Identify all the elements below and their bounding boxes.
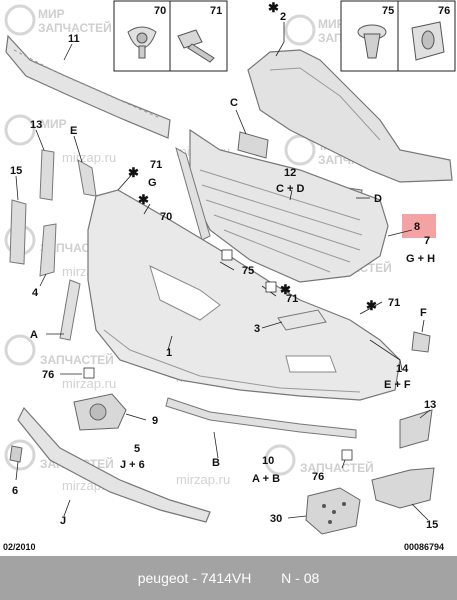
callout-1: 1 <box>166 347 172 359</box>
callout-76-left: 76 <box>42 369 54 381</box>
callout-71-upper: 71 <box>150 159 162 171</box>
callout-b: B <box>212 457 220 469</box>
inset-label-75: 75 <box>382 5 394 17</box>
part-4-side-guide <box>39 223 57 277</box>
callout-a: A <box>30 329 38 341</box>
callout-8: 8 <box>414 221 420 233</box>
svg-text:mirzap.ru: mirzap.ru <box>62 376 116 391</box>
date-code: 02/2010 <box>3 542 36 552</box>
watermark-brand-bottom: ЗАПЧАСТЕЙ <box>300 460 374 475</box>
callout-71-right: 71 <box>388 297 400 309</box>
part-15-bracket <box>9 199 27 265</box>
nut-clip-76-icon <box>411 21 445 61</box>
inset-label-76: 76 <box>438 5 450 17</box>
part-j-lower-lip <box>17 406 211 523</box>
svg-text:✱: ✱ <box>366 298 377 313</box>
push-clip-75-icon <box>357 24 387 59</box>
callout-f: F <box>420 307 427 319</box>
callout-d: D <box>374 193 382 205</box>
leader-lines <box>15 22 431 521</box>
part-6-clip <box>9 445 23 463</box>
callout-13: 13 <box>30 119 42 131</box>
callout-12: 12 <box>284 167 296 179</box>
part-13-side-insert <box>399 409 433 449</box>
part-3-fog-cover <box>277 309 327 331</box>
svg-text:✱: ✱ <box>268 0 279 15</box>
callout-75: 75 <box>242 265 254 277</box>
watermark-brand-top: МИР <box>318 17 345 31</box>
callout-5: 5 <box>134 443 140 455</box>
strip-g <box>175 146 211 241</box>
callout-13-right: 13 <box>424 399 436 411</box>
callout-71-mid: 71 <box>286 293 298 305</box>
footer-part-number: 7414VH <box>200 570 252 586</box>
callout-76-lower: 76 <box>312 471 324 483</box>
callout-4: 4 <box>32 287 39 299</box>
footer-page-label: N - 08 <box>281 570 320 586</box>
watermark-brand-bottom: ЗАПЧАСТЕЙ <box>38 20 112 35</box>
callout-g-h: G + H <box>406 253 435 265</box>
callout-10-sub: A + B <box>252 473 280 485</box>
callout-14-sub: E + F <box>384 379 411 391</box>
parts-diagram: МИР ЗАПЧАСТЕЙ МИР ЗАПЧАСТЕЙ МИР МИР ЗАПЧ… <box>3 0 456 552</box>
callout-j: J <box>60 515 66 527</box>
footer-brand: peugeot <box>137 570 189 586</box>
callout-2: 2 <box>280 11 286 23</box>
callout-3: 3 <box>254 323 260 335</box>
footer-bar: peugeot - 7414VH N - 08 <box>0 556 457 600</box>
watermark-brand-bottom: ЗАПЧАСТЕЙ <box>40 352 114 367</box>
callout-15: 15 <box>10 165 22 177</box>
highlight-box <box>402 214 436 238</box>
bracket-e <box>77 159 97 197</box>
svg-text:✱: ✱ <box>280 282 291 297</box>
part-2-front-carrier <box>247 49 453 183</box>
part-1-bumper-cover <box>87 189 401 401</box>
bracket-c <box>237 131 269 159</box>
screw-71-icon <box>177 29 215 63</box>
square-markers <box>83 249 353 461</box>
clip-70-icon <box>127 26 157 59</box>
footer-dash: - <box>192 570 197 586</box>
strip-b <box>165 397 357 439</box>
callout-c: C <box>230 97 238 109</box>
inset-label-70: 70 <box>154 5 166 17</box>
callout-labels: 11 2 13 E 15 71 G C 12 C + D D 8 7 G + H… <box>10 11 438 531</box>
callout-g: G <box>148 177 157 189</box>
svg-text:mirzap.ru: mirzap.ru <box>176 472 230 487</box>
callout-12-sub: C + D <box>276 183 304 195</box>
strip-a <box>59 279 81 341</box>
part-13-bracket <box>39 149 55 201</box>
callout-70: 70 <box>160 211 172 223</box>
part-30-clip-kit <box>305 487 361 535</box>
callout-7: 7 <box>424 235 430 247</box>
inset-box-fasteners-left: 70 71 <box>113 0 228 72</box>
callout-9: 9 <box>152 415 158 427</box>
watermark-brand-top: МИР <box>38 7 65 21</box>
watermark-brand-top: МИР <box>40 117 67 131</box>
callout-14: 14 <box>396 363 409 375</box>
callout-e: E <box>70 125 77 137</box>
svg-text:✱: ✱ <box>138 192 149 207</box>
star-markers: ✱ ✱ ✱ ✱ ✱ <box>128 0 377 313</box>
part-15-corner-bracket <box>371 467 435 509</box>
svg-text:✱: ✱ <box>128 165 139 180</box>
inset-label-71: 71 <box>210 5 222 17</box>
bracket-f <box>411 331 431 353</box>
svg-text:mirzap.ru: mirzap.ru <box>62 150 116 165</box>
callout-6: 6 <box>12 485 18 497</box>
callout-30: 30 <box>270 513 282 525</box>
callout-5-sub: J + 6 <box>120 459 145 471</box>
inset-box-fasteners-right: 75 76 <box>340 0 456 72</box>
callout-15-right: 15 <box>426 519 438 531</box>
callout-10: 10 <box>262 455 274 467</box>
callout-11: 11 <box>68 33 80 45</box>
reference-code: 00086794 <box>404 542 444 552</box>
